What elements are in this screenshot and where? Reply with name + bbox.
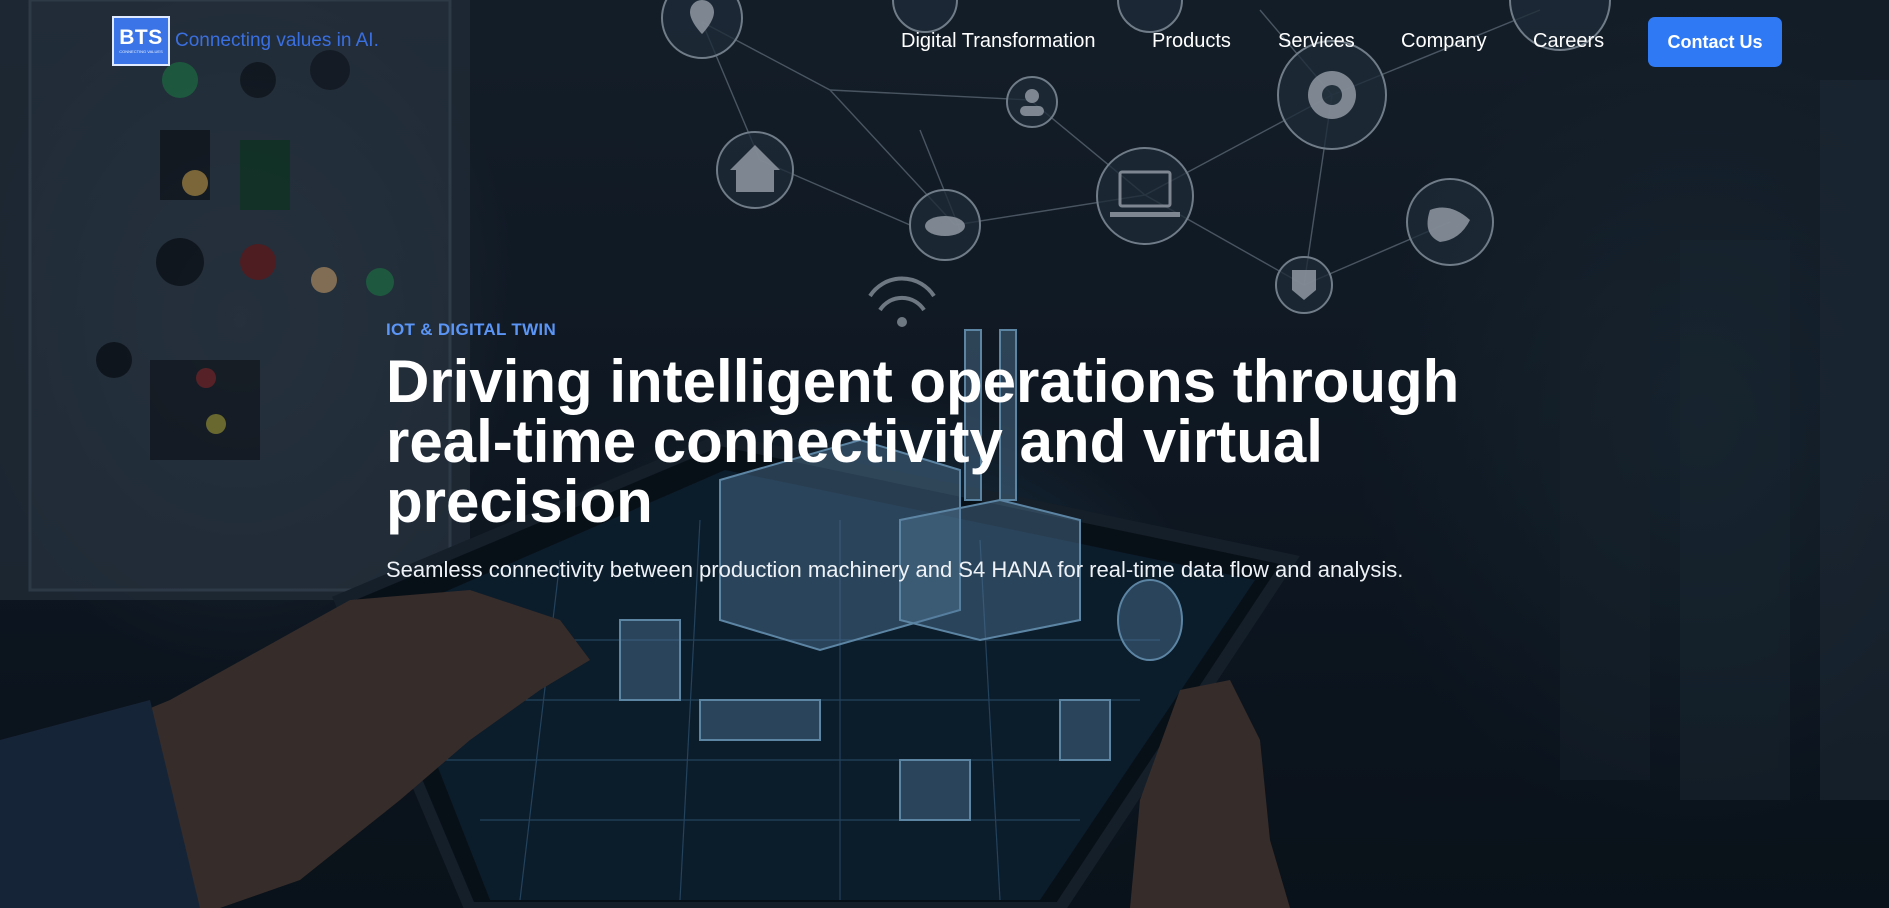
control-panel [0,0,470,600]
tablet [332,329,1300,908]
nav-digital-transformation[interactable]: Digital Transformation [901,30,1096,52]
nav-careers[interactable]: Careers [1533,30,1605,52]
nav-services[interactable]: Services [1278,30,1355,52]
logo[interactable]: BTS CONNECTING VALUES [112,16,170,66]
background-machinery [1560,80,1889,800]
hero-subtext: Seamless connectivity between production… [386,557,1404,582]
wifi-icon [868,276,936,327]
nav-company[interactable]: Company [1401,30,1487,52]
contact-us-button[interactable]: Contact Us [1648,17,1782,67]
tagline: Connecting values in AI. [175,30,379,51]
hero-eyebrow: IOT & DIGITAL TWIN [386,320,557,339]
sleeve [0,700,200,908]
site-header: BTS CONNECTING VALUES Connecting values … [0,0,1889,84]
logo-mark: BTS [119,26,163,49]
logo-subtext: CONNECTING VALUES [119,49,163,54]
nav-products[interactable]: Products [1152,30,1231,52]
hero-headline: Driving intelligent operations through r… [386,348,1460,535]
